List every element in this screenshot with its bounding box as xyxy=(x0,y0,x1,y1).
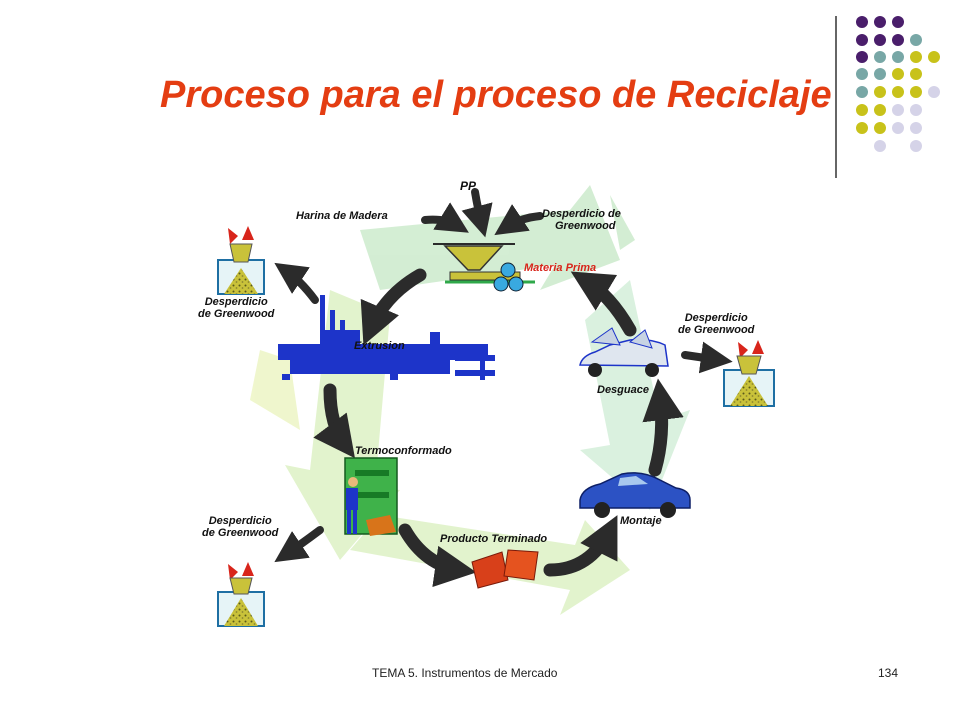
waste-label-line2: de Greenwood xyxy=(198,308,275,320)
label-desperdicio-input-2: Greenwood xyxy=(555,220,616,232)
extrusion-machine-icon xyxy=(278,295,495,380)
label-producto-terminado: Producto Terminado xyxy=(440,533,548,545)
waste-label-line2: de Greenwood xyxy=(202,527,279,539)
waste-bin-icon-bottom-left xyxy=(217,562,265,627)
label-waste-right: Desperdicio de Greenwood xyxy=(678,312,754,336)
label-harina-de-madera: Harina de Madera xyxy=(296,210,388,222)
process-flow-arrows xyxy=(274,188,733,588)
label-waste-top-left: Desperdicio de Greenwood xyxy=(198,296,274,320)
label-termoconformado: Termoconformado xyxy=(355,445,452,457)
waste-label-line1: Desperdicio xyxy=(204,296,268,308)
waste-label-line1: Desperdicio xyxy=(684,312,748,324)
assembly-car-icon xyxy=(579,472,691,518)
recycling-process-diagram: PP Harina de Madera Desperdicio de Green… xyxy=(190,170,790,640)
diagram-graphics xyxy=(217,185,775,627)
finished-product-icon xyxy=(471,549,539,589)
label-montaje: Montaje xyxy=(620,515,662,527)
page-number: 134 xyxy=(878,666,899,680)
label-waste-bottom-left: Desperdicio de Greenwood xyxy=(202,515,278,539)
label-materia-prima: Materia Prima xyxy=(524,262,597,274)
label-desperdicio-input-1: Desperdicio de xyxy=(542,208,621,220)
waste-bin-icon-right xyxy=(723,340,775,407)
label-desguace: Desguace xyxy=(597,384,649,396)
waste-label-line2: de Greenwood xyxy=(678,324,755,336)
footer-text: TEMA 5. Instrumentos de Mercado xyxy=(372,666,558,680)
waste-label-line1: Desperdicio xyxy=(208,515,272,527)
scrapping-car-icon xyxy=(579,327,669,377)
waste-bin-icon-top-left xyxy=(217,226,265,295)
hopper-icon xyxy=(433,243,535,292)
label-pp: PP xyxy=(460,179,477,193)
thermoforming-machine-icon xyxy=(344,457,398,536)
slide-title: Proceso para el proceso de Reciclaje xyxy=(160,74,832,116)
label-extrusion: Extrusion xyxy=(354,340,405,352)
